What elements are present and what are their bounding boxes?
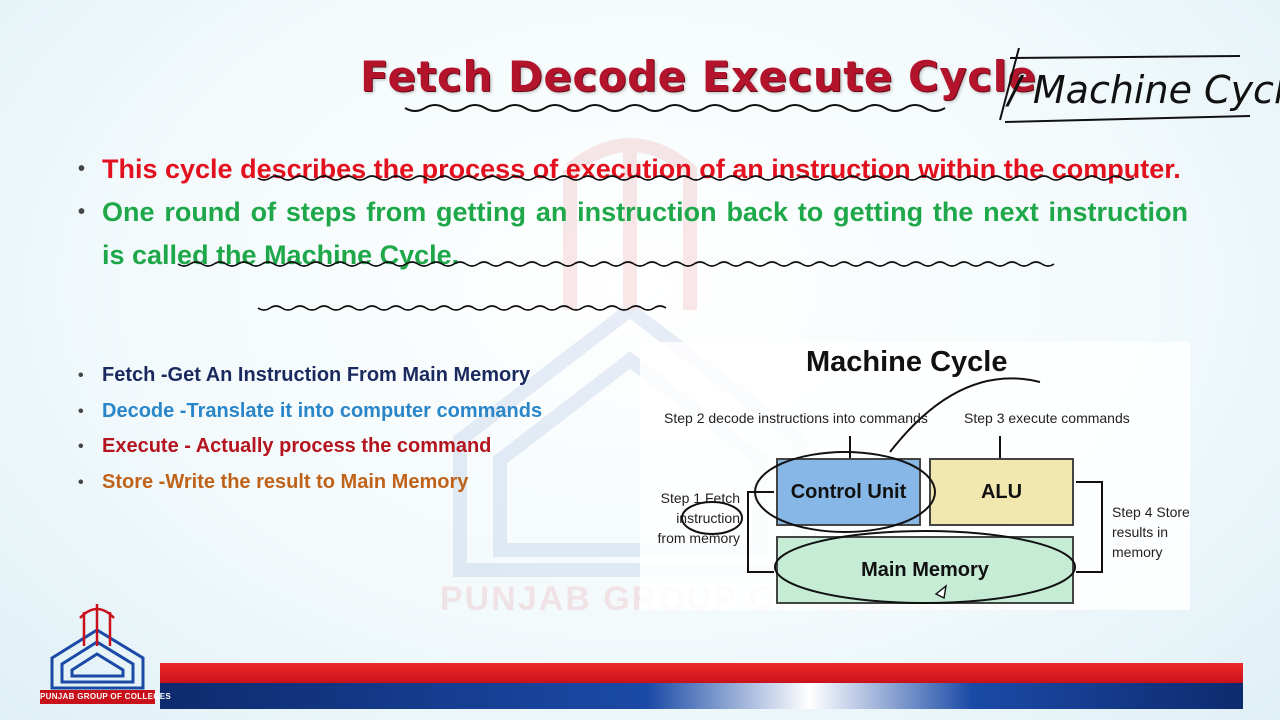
- slide-title: Fetch Decode Execute Cycle: [360, 52, 1037, 101]
- title-area: Fetch Decode Execute Cycle / Machine Cyc…: [360, 48, 1280, 138]
- diagram-title: Machine Cycle: [806, 346, 1008, 378]
- handwritten-note: / Machine Cycle.: [1008, 68, 1280, 112]
- diagram-step1-label: Step 1 Fetch instruction from memory: [657, 490, 740, 546]
- step-fetch: Fetch -Get An Instruction From Main Memo…: [78, 358, 678, 394]
- footer-bar: [0, 660, 1280, 720]
- step-execute: Execute - Actually process the command: [78, 429, 678, 465]
- step-store: Store -Write the result to Main Memory: [78, 465, 678, 501]
- main-memory-box: Main Memory: [776, 536, 1074, 604]
- alu-box: ALU: [929, 458, 1074, 526]
- main-bullet-list: This cycle describes the process of exec…: [78, 148, 1188, 311]
- college-logo-text: PUNJAB GROUP OF COLLEGES: [40, 690, 171, 704]
- footer-red-stripe: [160, 663, 1243, 683]
- diagram-step3-label: Step 3 execute commands: [964, 410, 1130, 426]
- machine-cycle-diagram: Machine Cycle Step 2 decode instructions…: [640, 342, 1190, 610]
- bullet-cycle-description: This cycle describes the process of exec…: [78, 148, 1188, 191]
- step-bullet-list: Fetch -Get An Instruction From Main Memo…: [78, 358, 678, 500]
- control-unit-box: Control Unit: [776, 458, 921, 526]
- diagram-step2-label: Step 2 decode instructions into commands: [664, 410, 928, 426]
- title-underline-annotation: [404, 48, 1251, 123]
- step-decode: Decode -Translate it into computer comma…: [78, 394, 678, 430]
- college-logo: PUNJAB GROUP OF COLLEGES: [40, 600, 171, 710]
- diagram-step4-label: Step 4 Store results in memory: [1112, 504, 1190, 560]
- footer-blue-stripe: [160, 683, 1243, 709]
- bullet-machine-cycle-definition: One round of steps from getting an instr…: [78, 191, 1188, 277]
- college-logo-icon: [50, 604, 145, 690]
